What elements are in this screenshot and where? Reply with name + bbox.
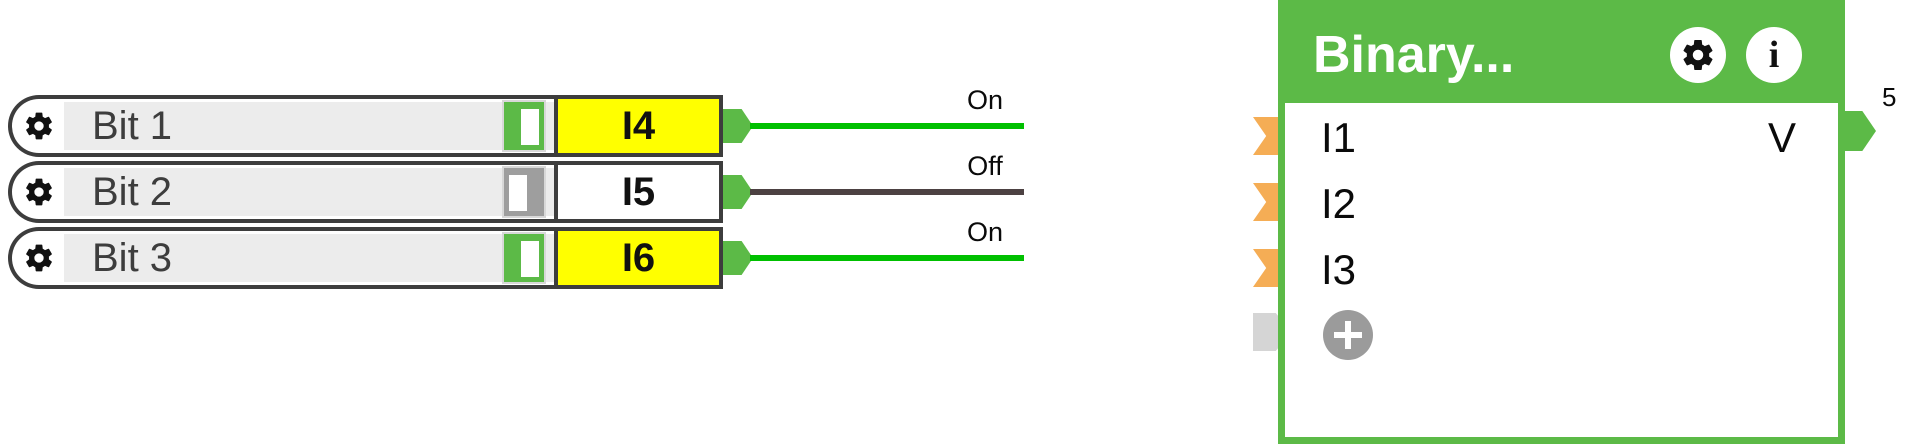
node-body: I1 I2 I3 V (1285, 103, 1838, 437)
function-node[interactable]: Binary... i I1 I2 I3 V (1278, 0, 1845, 444)
gear-icon[interactable] (22, 109, 56, 143)
switch-row-label: Bit 3 (92, 236, 173, 280)
node-input-label: I1 (1321, 114, 1357, 161)
switch-row-body[interactable]: Bit 2 (8, 161, 554, 223)
switch-value-box[interactable]: I6 (554, 227, 723, 289)
add-input-button[interactable] (1323, 310, 1373, 360)
switch-value-box[interactable]: I5 (554, 161, 723, 223)
plus-icon (1345, 321, 1351, 349)
switch-row-label: Bit 1 (92, 104, 173, 148)
node-input-label: I3 (1321, 246, 1357, 293)
switch-row[interactable]: Bit 2 I5 (8, 161, 723, 223)
info-icon[interactable]: i (1746, 27, 1802, 83)
gear-icon[interactable] (22, 241, 56, 275)
gear-icon[interactable] (1670, 27, 1726, 83)
connection-wire[interactable] (750, 123, 1024, 129)
switch-value-box[interactable]: I4 (554, 95, 723, 157)
output-port-arrow[interactable] (1840, 111, 1876, 151)
switch-row-inner: Bit 2 (64, 166, 554, 218)
output-count-label: 5 (1882, 82, 1897, 112)
switch-row[interactable]: Bit 1 I4 (8, 95, 723, 157)
wire-label: Off (967, 151, 1003, 181)
wire-label: On (966, 85, 1004, 115)
switch-row-label: Bit 2 (92, 170, 173, 214)
output-port-arrow[interactable] (723, 241, 753, 275)
connection-wire[interactable] (750, 189, 1024, 195)
gear-icon[interactable] (22, 175, 56, 209)
node-input-label: I2 (1321, 180, 1357, 227)
switch-row-body[interactable]: Bit 3 (8, 227, 554, 289)
node-output-label: V (1767, 114, 1796, 161)
connection-wire[interactable] (750, 255, 1024, 261)
wire-label: On (966, 217, 1004, 247)
output-port-arrow[interactable] (723, 175, 753, 209)
toggle-knob (509, 175, 527, 211)
output-port-arrow[interactable] (723, 109, 753, 143)
node-title: Binary... (1313, 26, 1515, 84)
switch-row-inner: Bit 3 (64, 232, 554, 284)
switch-list: Bit 1 I4 Bit 2 I5 (8, 95, 723, 300)
switch-row-inner: Bit 1 (64, 100, 554, 152)
switch-row-body[interactable]: Bit 1 (8, 95, 554, 157)
toggle-knob (521, 241, 539, 277)
info-glyph: i (1768, 34, 1780, 76)
switch-toggle[interactable] (502, 232, 546, 284)
toggle-knob (521, 109, 539, 145)
switch-row[interactable]: Bit 3 I6 (8, 227, 723, 289)
node-header: Binary... i (1285, 7, 1838, 103)
switch-toggle[interactable] (502, 100, 546, 152)
switch-toggle[interactable] (502, 166, 546, 218)
